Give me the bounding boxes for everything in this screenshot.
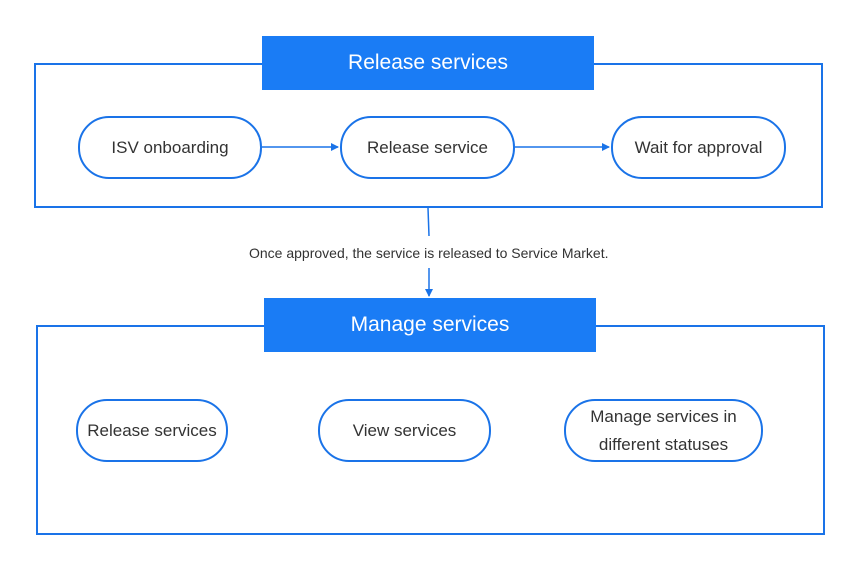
item-release-services: Release services xyxy=(76,399,228,462)
item-view-services-label: View services xyxy=(352,420,457,440)
release-services-header: Release services xyxy=(262,36,594,90)
step-isv-onboarding-label: ISV onboarding xyxy=(111,137,229,157)
transition-note: Once approved, the service is released t… xyxy=(249,245,609,261)
item-manage-statuses-line2: different statuses xyxy=(598,434,729,454)
step-release-service-label: Release service xyxy=(367,137,488,157)
item-release-services-label: Release services xyxy=(87,420,217,440)
item-manage-statuses: Manage services in different statuses xyxy=(564,399,763,462)
step-release-service: Release service xyxy=(340,116,515,179)
arrow-release-to-manage-upper xyxy=(427,207,430,237)
step-wait-for-approval-label: Wait for approval xyxy=(634,137,763,157)
manage-services-header: Manage services xyxy=(264,298,596,352)
step-wait-for-approval: Wait for approval xyxy=(611,116,786,179)
step-isv-onboarding: ISV onboarding xyxy=(78,116,262,179)
item-manage-statuses-line1: Manage services in xyxy=(590,406,737,426)
item-view-services: View services xyxy=(318,399,491,462)
